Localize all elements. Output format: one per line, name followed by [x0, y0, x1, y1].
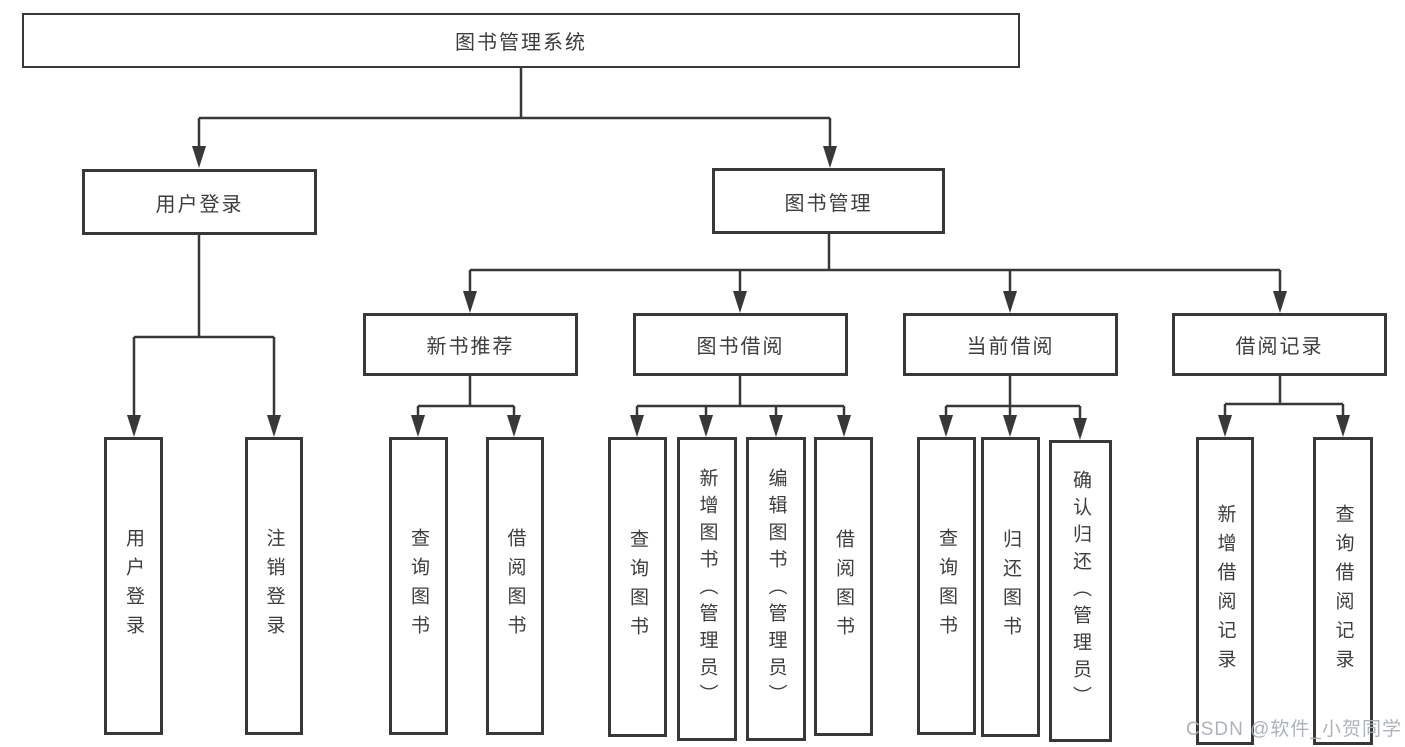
node-book-borrowing: 图书借阅	[633, 313, 848, 376]
node-label: 图书借阅	[696, 336, 785, 358]
node-label: 借阅记录	[1235, 336, 1324, 358]
node-label: 查询图书	[408, 528, 429, 644]
node-new-book-recommendation: 新书推荐	[363, 313, 578, 376]
node-leaf-borrow-books-1: 借阅图书	[486, 437, 544, 735]
node-borrowing-records: 借阅记录	[1172, 313, 1387, 376]
node-label: 确认归还（管理员）	[1070, 469, 1091, 713]
node-leaf-add-books-admin: 新增图书（管理员）	[677, 437, 737, 741]
node-label: 当前借阅	[966, 336, 1055, 358]
node-leaf-borrow-books-2: 借阅图书	[814, 437, 873, 736]
node-label: 查询图书	[936, 528, 957, 644]
node-leaf-logout: 注销登录	[245, 437, 303, 735]
csdn-watermark: CSDN @软件_小贺同学	[1186, 719, 1402, 740]
node-leaf-query-borrow-record: 查询借阅记录	[1313, 437, 1373, 745]
node-label: 注销登录	[263, 528, 285, 644]
node-label: 借阅图书	[833, 528, 854, 645]
node-leaf-query-books-2: 查询图书	[608, 437, 667, 737]
node-label: 借阅图书	[504, 528, 526, 644]
node-label: 归还图书	[1000, 529, 1021, 645]
node-leaf-return-books: 归还图书	[981, 437, 1040, 737]
node-leaf-edit-books-admin: 编辑图书（管理员）	[746, 437, 806, 741]
node-library-management-system: 图书管理系统	[22, 13, 1020, 68]
node-label: 新增图书（管理员）	[696, 467, 718, 711]
node-leaf-query-books-3: 查询图书	[917, 437, 976, 735]
node-label: 用户登录	[123, 528, 144, 644]
node-leaf-query-books-1: 查询图书	[389, 437, 448, 735]
node-user-login: 用户登录	[82, 169, 317, 235]
node-label: 查询借阅记录	[1332, 504, 1354, 678]
node-book-management: 图书管理	[712, 168, 945, 234]
node-label: 图书管理系统	[455, 32, 587, 54]
node-current-borrowing: 当前借阅	[903, 313, 1118, 376]
node-leaf-confirm-return-admin: 确认归还（管理员）	[1049, 440, 1112, 742]
node-leaf-add-borrow-record: 新增借阅记录	[1196, 437, 1254, 745]
node-label: 用户登录	[155, 193, 244, 216]
node-label: 新书推荐	[426, 336, 515, 358]
node-label: 编辑图书（管理员）	[765, 467, 787, 711]
node-label: 图书管理	[784, 192, 873, 215]
node-label: 查询图书	[627, 529, 648, 645]
node-label: 新增借阅记录	[1214, 504, 1236, 678]
node-leaf-user-login: 用户登录	[104, 437, 163, 735]
